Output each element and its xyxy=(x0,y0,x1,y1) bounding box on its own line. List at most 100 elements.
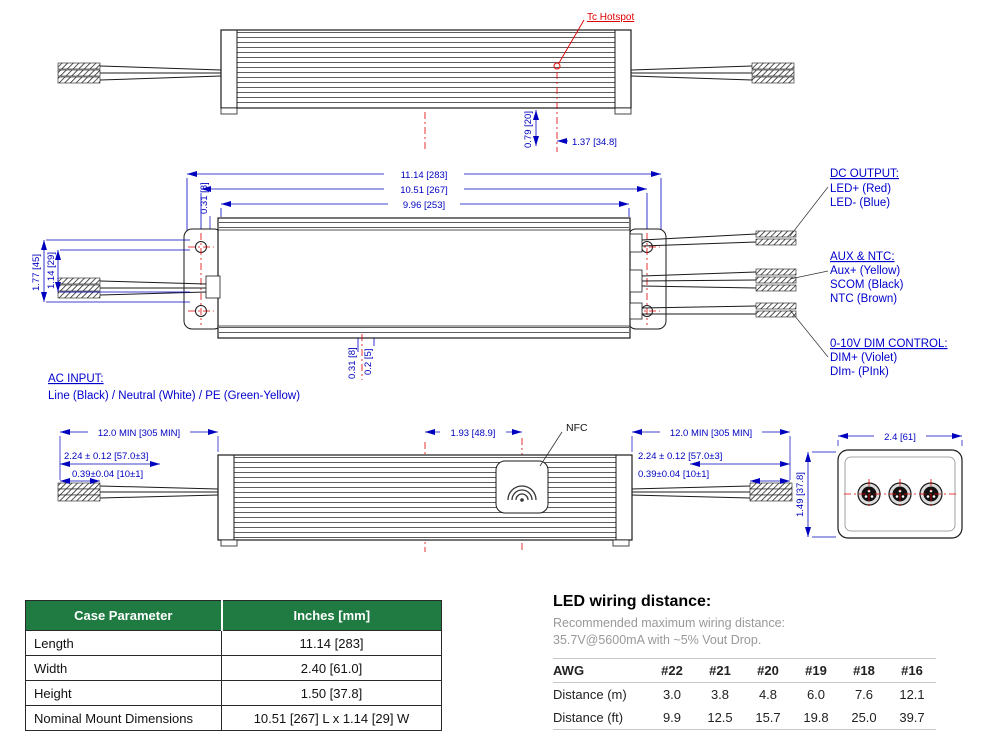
end-view-drawing: 2.4 [61] 1.49 [37.8] xyxy=(795,430,963,539)
table-row: Width 2.40 [61.0] xyxy=(25,655,442,681)
dim-body-length: 9.96 [253] xyxy=(403,200,445,211)
dim-minus-label: DIm- (PInk) xyxy=(830,366,889,378)
wiring-header-21: #21 xyxy=(696,657,744,683)
side-view-right-wires xyxy=(630,62,795,84)
led-wiring-section: LED wiring distance: Recommended maximum… xyxy=(553,593,973,730)
aux-ntc-label-block: AUX & NTC: Aux+ (Yellow) SCOM (Black) NT… xyxy=(830,251,904,305)
wiring-m-16: 12.1 xyxy=(899,686,925,702)
table-row: Distance (m) 3.0 3.8 4.8 6.0 7.6 12.1 xyxy=(553,682,936,706)
dim-end-height: 1.49 [37.8] xyxy=(795,472,806,517)
ac-input-title: AC INPUT: xyxy=(48,373,104,385)
side-view-left-wires xyxy=(57,62,222,84)
dim-strip-length-left: 2.24 ± 0.12 [57.0±3] xyxy=(64,451,148,462)
dim-tin-length-right: 0.39±0.04 [10±1] xyxy=(638,469,709,480)
wiring-ft-18: 25.0 xyxy=(840,705,888,730)
wiring-row-ft-label: Distance (ft) xyxy=(553,705,648,730)
dim-bracket-offset-bottom: 0.31 [8] xyxy=(347,347,358,379)
side-view-drawing: Tc Hotspot 0.79 [20] 1.37 [34.8] xyxy=(57,12,795,152)
dim-end-width: 2.4 [61] xyxy=(884,432,916,443)
tc-hotspot-callout: Tc Hotspot xyxy=(553,12,634,70)
technical-drawing: Tc Hotspot 0.79 [20] 1.37 [34.8] 11. xyxy=(31,12,963,552)
ac-input-label-block: AC INPUT: Line (Black) / Neutral (White)… xyxy=(48,373,300,402)
dc-output-label-block: DC OUTPUT: LED+ (Red) LED- (Blue) xyxy=(830,168,899,209)
tc-hotspot-label: Tc Hotspot xyxy=(587,12,634,23)
mount-foot xyxy=(612,539,630,547)
scom-label: SCOM (Black) xyxy=(830,279,904,291)
wiring-subtitle-2: 35.7V@5600mA with ~5% Vout Drop. xyxy=(553,632,762,647)
case-param-width: Width xyxy=(25,655,222,681)
dim-hotspot-height: 0.79 [20] xyxy=(523,111,534,148)
dim-lead-length-left: 12.0 MIN [305 MIN] xyxy=(98,428,180,439)
mount-foot xyxy=(220,539,238,547)
case-param-mount: Nominal Mount Dimensions xyxy=(25,705,222,731)
plan-view-width-dimensions xyxy=(41,239,375,352)
end-view-centerlines xyxy=(844,479,956,509)
dim-control-label-block: 0-10V DIM CONTROL: DIM+ (Violet) DIm- (P… xyxy=(830,338,948,378)
wiring-ft-16: 39.7 xyxy=(888,705,936,730)
aux-plus-label: Aux+ (Yellow) xyxy=(830,265,900,277)
dim-nfc-offset: 1.93 [48.9] xyxy=(451,428,496,439)
case-value-mount: 10.51 [267] L x 1.14 [29] W xyxy=(221,705,442,731)
bottom-view-enclosure xyxy=(217,454,633,547)
wiring-subtitle-1: Recommended maximum wiring distance: xyxy=(553,616,786,630)
wiring-row-m-label: Distance (m) xyxy=(553,686,627,702)
table-row: Length 11.14 [283] xyxy=(25,630,442,656)
case-param-height: Height xyxy=(25,680,222,706)
table-row: Distance (ft) 9.9 12.5 15.7 19.8 25.0 39… xyxy=(553,705,936,730)
case-value-length: 11.14 [283] xyxy=(221,630,442,656)
wire-label-leaders xyxy=(789,186,829,358)
case-table-header-inches: Inches [mm] xyxy=(220,600,442,631)
table-row: Nominal Mount Dimensions 10.51 [267] L x… xyxy=(25,705,442,731)
ntc-label: NTC (Brown) xyxy=(830,293,897,305)
plan-view-enclosure xyxy=(217,217,631,339)
wiring-ft-20: 15.7 xyxy=(744,705,792,730)
mount-foot xyxy=(614,107,632,115)
wiring-ft-21: 12.5 xyxy=(696,705,744,730)
bottom-view-drawing: 12.0 MIN [305 MIN] 2.24 ± 0.12 [57.0±3] … xyxy=(57,422,793,552)
dc-output-led-minus: LED- (Blue) xyxy=(830,197,890,209)
dc-output-title: DC OUTPUT: xyxy=(830,168,899,180)
dim-bracket-width: 1.77 [45] xyxy=(31,254,42,291)
wiring-distance-table: AWG #22 #21 #20 #19 #18 #16 Distance (m)… xyxy=(553,657,936,730)
nfc-label: NFC xyxy=(566,422,588,434)
nfc-icon xyxy=(507,485,537,502)
aux-ntc-wires xyxy=(629,268,797,293)
plan-view-drawing: 11.14 [283] 10.51 [267] 9.96 [253] 0.31 … xyxy=(31,168,948,402)
case-param-length: Length xyxy=(25,630,222,656)
wiring-title: LED wiring distance: xyxy=(553,593,712,610)
wiring-m-21: 3.8 xyxy=(710,686,730,702)
wiring-ft-22: 9.9 xyxy=(648,705,696,730)
dim-strip-length-right: 2.24 ± 0.12 [57.0±3] xyxy=(638,451,722,462)
case-parameter-table: Case Parameter Inches [mm] Length 11.14 … xyxy=(25,600,442,731)
dc-output-wires xyxy=(629,230,797,253)
case-value-height: 1.50 [37.8] xyxy=(221,680,442,706)
wiring-ft-19: 19.8 xyxy=(792,705,840,730)
dc-output-led-plus: LED+ (Red) xyxy=(830,183,891,195)
wiring-header-16: #16 xyxy=(888,657,936,683)
nfc-patch xyxy=(495,460,549,514)
case-table-header-parameter: Case Parameter xyxy=(25,600,222,631)
side-view-enclosure xyxy=(220,29,632,115)
mount-foot xyxy=(220,107,238,115)
ac-input-wires-label: Line (Black) / Neutral (White) / PE (Gre… xyxy=(48,390,300,402)
aux-ntc-title: AUX & NTC: xyxy=(830,251,895,263)
side-view-dimensions: 0.79 [20] 1.37 [34.8] xyxy=(424,72,617,152)
case-value-width: 2.40 [61.0] xyxy=(221,655,442,681)
dim-bracket-offset-top: 0.31 [8] xyxy=(199,182,210,214)
dim-hotspot-offset: 1.37 [34.8] xyxy=(572,137,617,148)
table-row: Height 1.50 [37.8] xyxy=(25,680,442,706)
wiring-m-18: 7.6 xyxy=(854,686,874,702)
bottom-view-right-wires xyxy=(631,482,793,502)
dim-control-wires xyxy=(629,302,797,320)
dim-plus-label: DIM+ (Violet) xyxy=(830,352,897,364)
wiring-header-20: #20 xyxy=(744,657,792,683)
wiring-m-19: 6.0 xyxy=(806,686,826,702)
end-view-dimensions xyxy=(805,433,963,538)
ac-input-wires xyxy=(57,275,221,299)
dim-mount-length: 10.51 [267] xyxy=(400,185,448,196)
case-table-header-row: Case Parameter Inches [mm] xyxy=(25,600,442,631)
wiring-header-18: #18 xyxy=(840,657,888,683)
nfc-callout: NFC xyxy=(539,422,588,467)
bottom-view-left-wires xyxy=(57,482,219,502)
wiring-header-19: #19 xyxy=(792,657,840,683)
